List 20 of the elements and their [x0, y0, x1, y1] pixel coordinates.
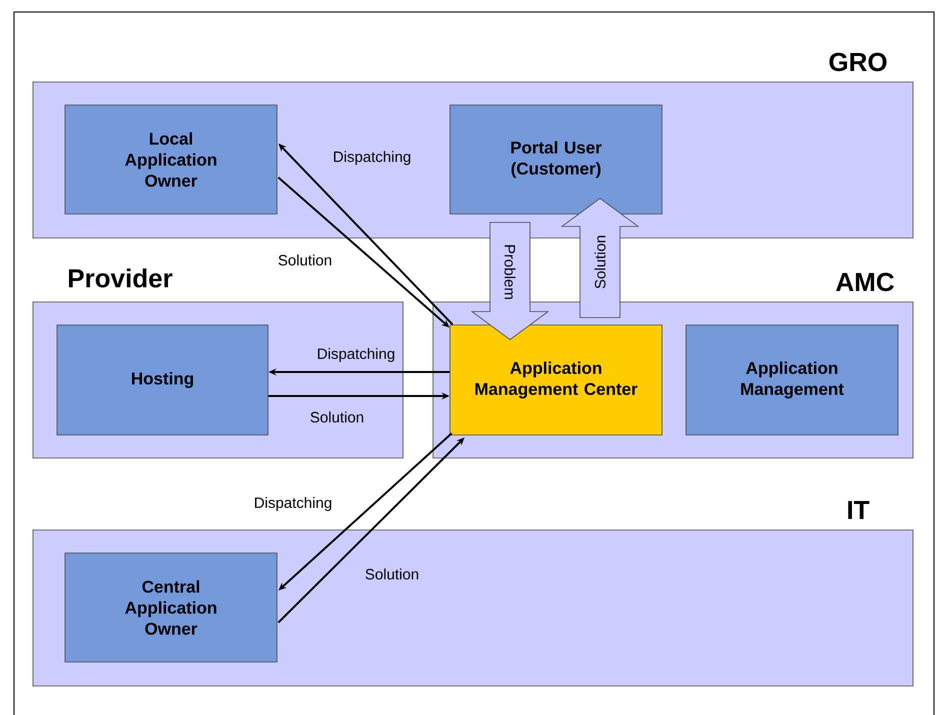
node-label: GRO	[829, 52, 887, 72]
role-box: Application Management	[686, 324, 898, 436]
edge-label: Dispatching	[318, 348, 394, 362]
role-box: Central Application Owner	[64, 552, 278, 662]
node-label: AMC	[836, 272, 894, 292]
edge-label: Problem	[504, 245, 516, 299]
node-label: Provider	[69, 268, 172, 288]
role-box: Portal User (Customer)	[450, 104, 662, 214]
edge-label: Solution	[278, 254, 332, 266]
block-arrow	[470, 222, 550, 340]
role-box: Local Application Owner	[64, 104, 278, 214]
edge-label: Dispatching	[255, 497, 332, 511]
role-box: Hosting	[56, 324, 268, 436]
edge-label: Dispatching	[334, 151, 410, 165]
edge-label: Solution	[310, 412, 364, 422]
block-arrow	[560, 198, 640, 318]
edge-label: Solution	[366, 568, 418, 580]
edge-label: Solution	[594, 236, 606, 288]
center-box: Application Management Center	[450, 324, 662, 436]
node-label: IT	[848, 501, 870, 519]
